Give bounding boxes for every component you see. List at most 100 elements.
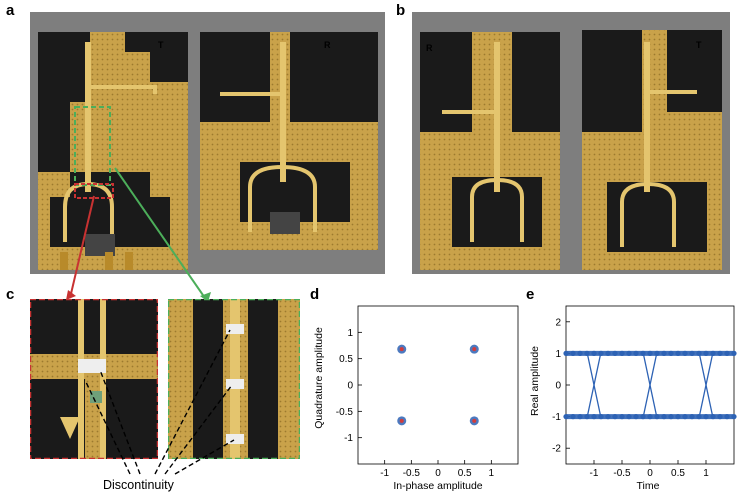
eye-sample-point — [633, 414, 639, 420]
board-label-t-a: T — [158, 40, 164, 50]
eye-sample-point — [633, 350, 639, 356]
y-tick-label: -0.5 — [336, 407, 354, 418]
eye-sample-point — [689, 414, 695, 420]
eye-sample-point — [563, 414, 569, 420]
plot-frame — [357, 305, 519, 465]
x-tick-label: 0.5 — [671, 468, 685, 479]
eye-sample-point — [682, 350, 688, 356]
panel-letter-a: a — [6, 2, 15, 19]
eye-sample-point — [619, 414, 625, 420]
eye-transition — [586, 353, 602, 417]
eye-sample-point — [724, 350, 730, 356]
y-tick-label: -1 — [344, 433, 353, 444]
eye-sample-point — [563, 350, 569, 356]
eye-sample-point — [675, 350, 681, 356]
eye-sample-point — [584, 350, 590, 356]
eye-sample-point — [703, 350, 709, 356]
eye-sample-point — [689, 350, 695, 356]
eye-sample-point — [605, 350, 611, 356]
chart-d-ylabel: Quadrature amplitude — [313, 327, 325, 429]
y-tick-label: 0 — [347, 381, 353, 392]
eye-sample-point — [647, 350, 653, 356]
eye-transition — [698, 353, 714, 417]
eye-sample-point — [654, 414, 660, 420]
eye-sample-point — [605, 414, 611, 420]
eye-sample-point — [626, 414, 632, 420]
chart-d-constellation: -1 -0.5 0 0.5 1 1 0.5 0 -0.5 -1 Quadrature amplit… — [313, 305, 519, 492]
eye-sample-point — [661, 350, 667, 356]
x-tick-label: 0 — [435, 468, 441, 479]
panel-letter-b: b — [396, 2, 406, 19]
constellation-point-center — [399, 418, 404, 423]
x-tick-label: -0.5 — [613, 468, 631, 479]
eye-sample-point — [612, 350, 618, 356]
panel-c-red-zoom — [28, 297, 160, 461]
eye-sample-point — [668, 350, 674, 356]
eye-sample-point — [598, 350, 604, 356]
board-label-r-b: R — [426, 43, 433, 53]
x-tick-label: -1 — [380, 468, 389, 479]
x-tick-label: 0 — [647, 468, 653, 479]
eye-sample-point — [598, 414, 604, 420]
eye-sample-point — [703, 414, 709, 420]
eye-sample-point — [640, 414, 646, 420]
eye-sample-point — [731, 414, 737, 420]
panel-a-photo: T R — [30, 12, 385, 274]
eye-sample-point — [626, 350, 632, 356]
eye-sample-point — [696, 414, 702, 420]
eye-sample-point — [591, 350, 597, 356]
eye-sample-point — [570, 350, 576, 356]
panel-c-green-zoom — [166, 297, 302, 461]
eye-sample-point — [668, 414, 674, 420]
eye-sample-point — [682, 414, 688, 420]
board-r-b — [420, 32, 560, 270]
eye-sample-point — [710, 414, 716, 420]
constellation-point-center — [472, 418, 477, 423]
x-tick-label: -1 — [590, 468, 599, 479]
eye-sample-point — [570, 414, 576, 420]
x-tick-label: 1 — [489, 468, 495, 479]
eye-sample-point — [591, 414, 597, 420]
y-tick-label: 0.5 — [339, 354, 353, 365]
y-tick-label: 2 — [555, 317, 561, 328]
y-tick-label: 1 — [347, 328, 353, 339]
chart-d-xlabel: In-phase amplitude — [393, 480, 482, 492]
eye-transition — [642, 353, 658, 417]
x-tick-label: 0.5 — [458, 468, 472, 479]
panel-b-photo: R T — [412, 12, 730, 274]
eye-sample-point — [731, 350, 737, 356]
eye-sample-point — [640, 350, 646, 356]
constellation-point-center — [472, 347, 477, 352]
constellation-point-center — [399, 347, 404, 352]
eye-sample-point — [717, 350, 723, 356]
eye-sample-point — [654, 350, 660, 356]
eye-sample-point — [577, 414, 583, 420]
discontinuity-label: Discontinuity — [103, 478, 174, 492]
panel-letter-c: c — [6, 286, 15, 303]
chart-e-ylabel: Real amplitude — [529, 346, 541, 416]
eye-sample-point — [675, 414, 681, 420]
chart-e-xlabel: Time — [637, 480, 660, 492]
board-t-a — [38, 32, 188, 270]
eye-sample-point — [710, 350, 716, 356]
panel-letter-d: d — [310, 286, 320, 303]
x-tick-label: -0.5 — [403, 468, 421, 479]
board-label-t-b: T — [696, 40, 702, 50]
eye-sample-point — [696, 350, 702, 356]
eye-sample-point — [724, 414, 730, 420]
eye-sample-point — [612, 414, 618, 420]
eye-sample-point — [647, 414, 653, 420]
y-tick-label: 0 — [555, 381, 561, 392]
x-tick-label: 1 — [703, 468, 709, 479]
eye-sample-point — [619, 350, 625, 356]
board-r-a — [200, 32, 378, 250]
eye-sample-point — [577, 350, 583, 356]
eye-sample-point — [717, 414, 723, 420]
panel-letter-e: e — [526, 286, 535, 303]
board-label-r-a: R — [324, 40, 331, 50]
eye-sample-point — [584, 414, 590, 420]
board-t-b — [582, 30, 722, 270]
y-tick-label: -2 — [552, 444, 561, 455]
y-tick-label: -1 — [552, 412, 561, 423]
